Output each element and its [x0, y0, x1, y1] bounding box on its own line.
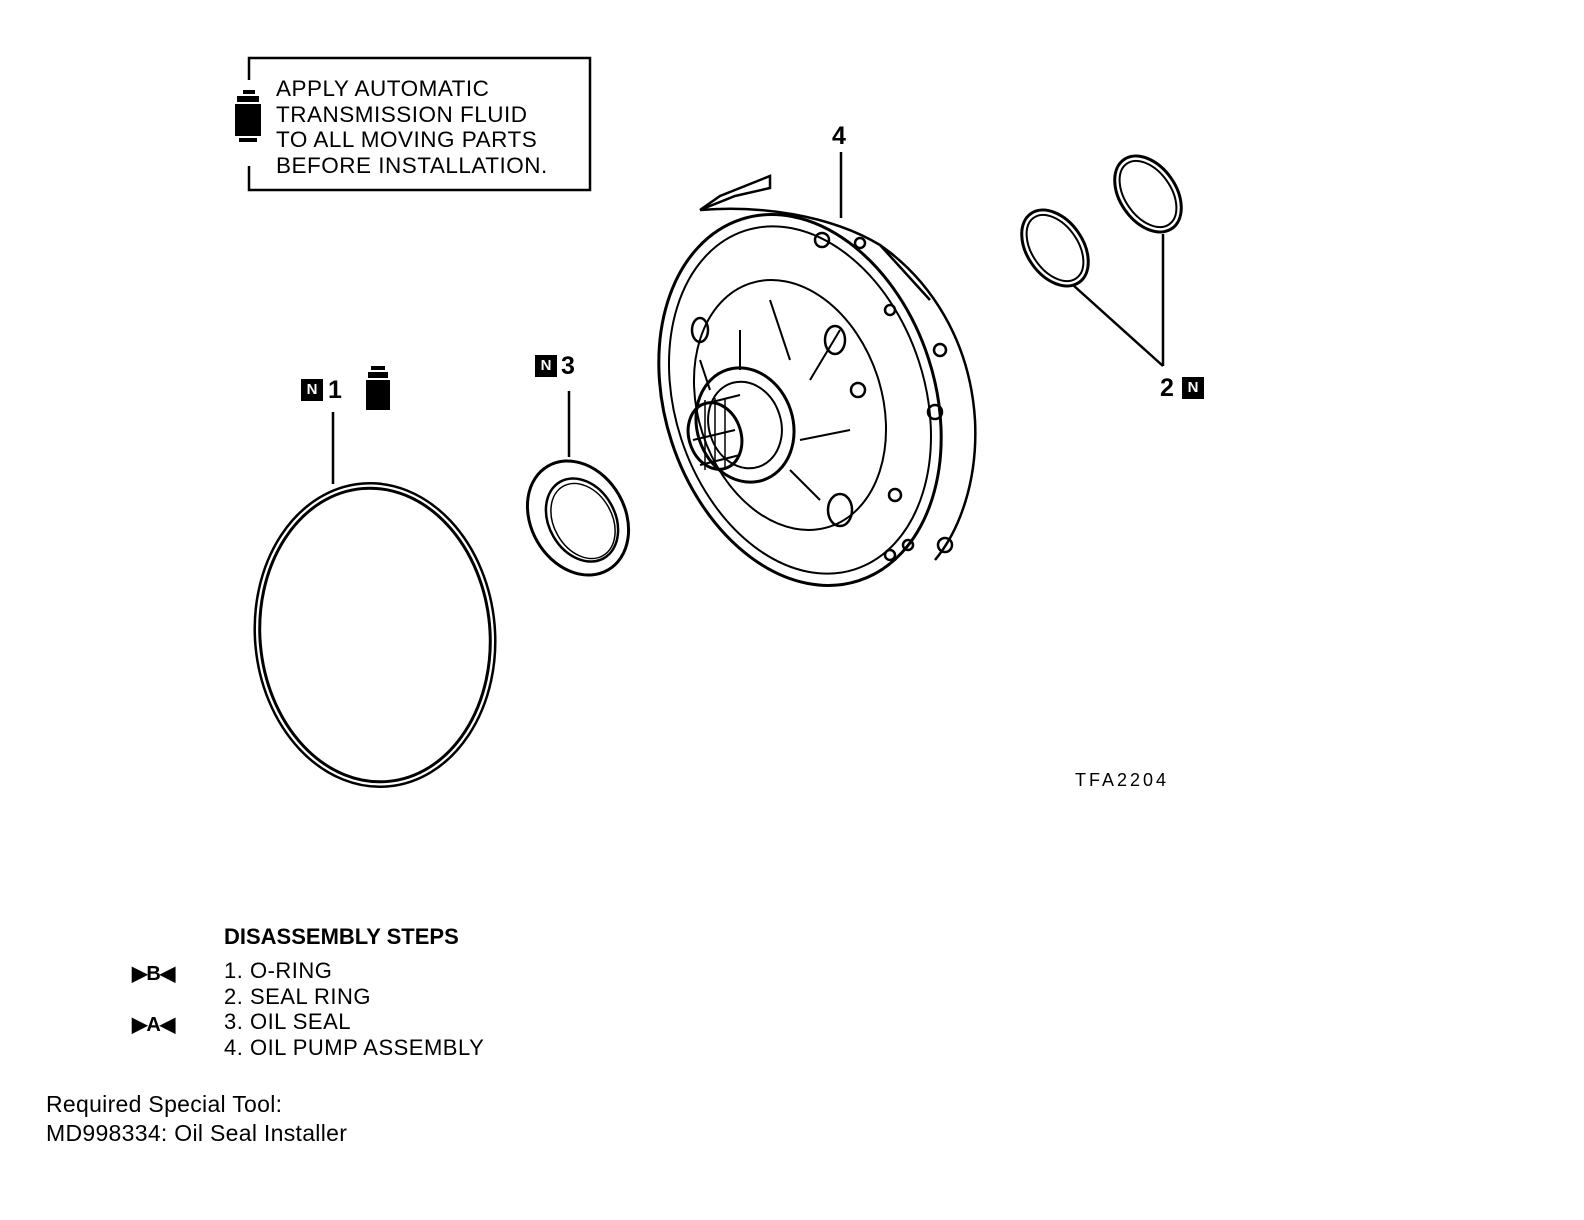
callout-4: 4	[832, 122, 846, 150]
step-item: 3. OIL SEAL	[224, 1009, 351, 1034]
leader-line-2	[1072, 234, 1165, 367]
callout-2: 2	[1160, 374, 1174, 402]
figure-code: TFA2204	[1075, 770, 1170, 790]
n-badge-icon: N	[1182, 377, 1204, 399]
oil-can-icon	[366, 366, 390, 410]
disassembly-steps-title: DISASSEMBLY STEPS	[224, 924, 459, 949]
note-line: TO ALL MOVING PARTS	[276, 127, 538, 152]
step-item: 2. SEAL RING	[224, 983, 372, 1009]
oil-pump-assembly-part	[657, 174, 977, 587]
note-text: APPLY AUTOMATIC TRANSMISSION FLUID TO AL…	[276, 76, 548, 178]
seal-ring-part	[1020, 154, 1183, 288]
callout-1: 1	[328, 376, 342, 404]
special-tool: Required Special Tool: MD998334: Oil Sea…	[46, 1090, 347, 1148]
service-marker-b: ▶B◀	[132, 963, 175, 985]
step-item: 1. O-RING	[224, 958, 333, 983]
o-ring-part	[253, 481, 497, 789]
note-line: TRANSMISSION FLUID	[276, 101, 528, 127]
callout-3: 3	[561, 352, 575, 380]
step-item: 4. OIL PUMP ASSEMBLY	[224, 1034, 485, 1060]
n-badge-icon: N	[301, 379, 323, 401]
n-badge-icon: N	[535, 355, 557, 377]
oil-can-icon	[235, 90, 261, 142]
special-tool-item: MD998334: Oil Seal Installer	[46, 1120, 348, 1146]
note-line: BEFORE INSTALLATION.	[276, 152, 548, 178]
service-marker-a: ▶A◀	[132, 1014, 175, 1036]
oil-seal-part	[525, 459, 631, 577]
disassembly-steps-list: 1. O-RING 2. SEAL RING 3. OIL SEAL 4. OI…	[224, 958, 484, 1060]
special-tool-label: Required Special Tool:	[46, 1091, 283, 1117]
note-line: APPLY AUTOMATIC	[276, 76, 490, 101]
note-box	[247, 56, 592, 192]
